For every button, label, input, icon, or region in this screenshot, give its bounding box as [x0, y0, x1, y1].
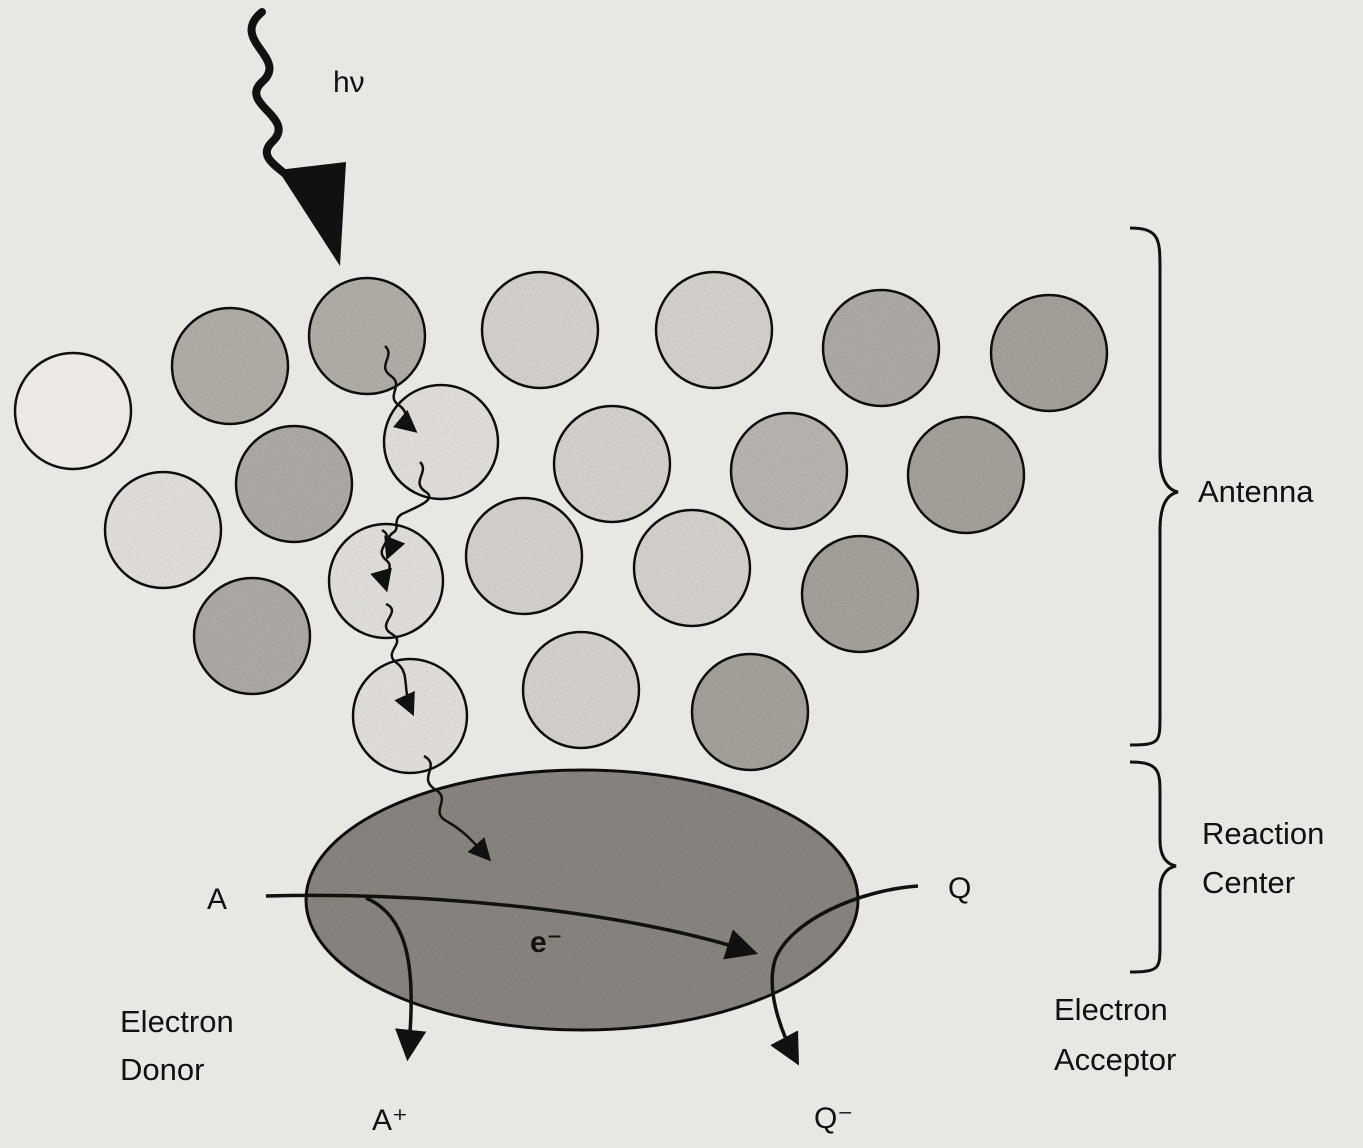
pigment-molecule: [692, 654, 808, 770]
acceptor-caption-line1: Electron: [1054, 992, 1168, 1027]
pigment-molecule: [634, 510, 750, 626]
donor-oxidized-label: A⁺: [372, 1104, 408, 1137]
pigment-molecule: [384, 385, 498, 499]
photon-label: hν: [333, 66, 365, 99]
pigment-molecule: [991, 295, 1107, 411]
pigment-molecule: [466, 498, 582, 614]
pigment-molecule: [908, 417, 1024, 533]
antenna-bracket: [1130, 228, 1178, 745]
pigment-molecule: [656, 272, 772, 388]
acceptor-reduced-label: Q⁻: [814, 1102, 853, 1135]
reaction-center-bracket: [1130, 762, 1176, 972]
pigment-molecule: [172, 308, 288, 424]
pigment-molecule: [523, 632, 639, 748]
pigment-molecule: [105, 472, 221, 588]
reaction-center: [306, 770, 858, 1030]
pigment-molecule: [731, 413, 847, 529]
pigment-molecule: [15, 353, 131, 469]
pigment-molecule: [353, 659, 467, 773]
donor-symbol: A: [207, 883, 227, 916]
photon-arrow: [252, 12, 346, 266]
pigment-molecule: [802, 536, 918, 652]
donor-caption-line1: Electron: [120, 1004, 234, 1039]
antenna-label: Antenna: [1198, 474, 1314, 509]
pigment-molecule: [823, 290, 939, 406]
reaction-center-label-line1: Reaction: [1202, 816, 1324, 851]
pigment-molecule: [309, 278, 425, 394]
pigment-molecule: [482, 272, 598, 388]
acceptor-caption-line2: Acceptor: [1054, 1042, 1176, 1077]
pigment-molecule: [554, 406, 670, 522]
pigment-molecule: [236, 426, 352, 542]
acceptor-symbol: Q: [948, 872, 971, 905]
electron-label: e⁻: [530, 926, 563, 959]
donor-caption-line2: Donor: [120, 1052, 204, 1087]
pigment-molecule: [194, 578, 310, 694]
reaction-center-label-line2: Center: [1202, 865, 1295, 900]
